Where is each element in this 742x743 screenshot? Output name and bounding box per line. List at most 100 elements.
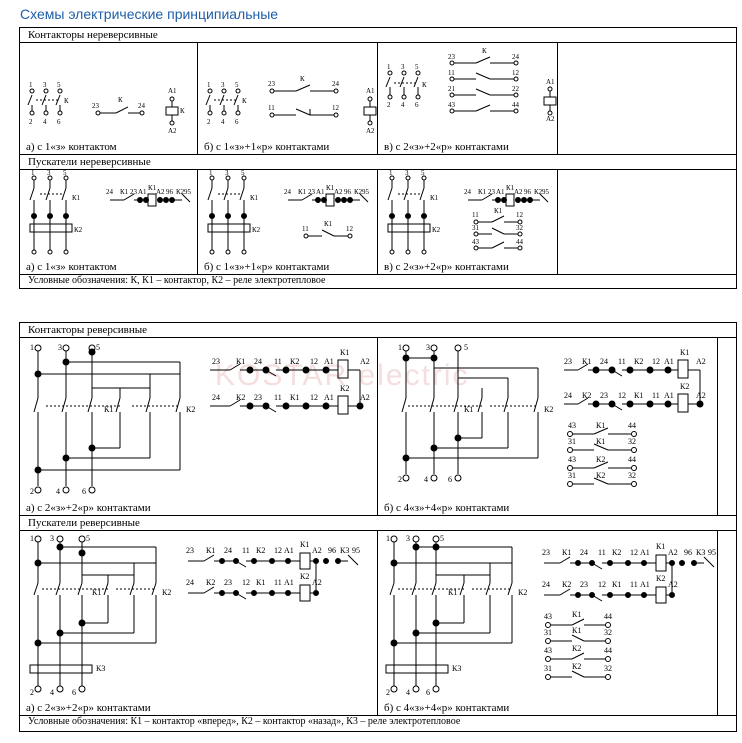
svg-text:24: 24 [284,188,292,196]
section-header-starters-nonrev: Пускатели нереверсивные [20,155,736,170]
svg-text:К2: К2 [656,574,665,583]
svg-text:А2: А2 [546,115,555,123]
svg-text:3: 3 [58,343,62,352]
svg-text:А2: А2 [668,548,678,557]
svg-text:К1: К1 [298,188,307,196]
caption-contactor-b: б) с 1«з»+1«р» контактами [204,141,330,153]
svg-text:24: 24 [580,548,588,557]
svg-text:44: 44 [604,646,612,655]
svg-text:6: 6 [448,475,452,484]
svg-text:2: 2 [398,475,402,484]
svg-text:А2: А2 [360,393,370,402]
svg-text:43: 43 [472,238,480,246]
svg-text:6: 6 [57,118,61,126]
svg-text:32: 32 [604,664,612,673]
svg-text:К2: К2 [252,226,261,234]
svg-text:6: 6 [235,118,239,126]
svg-text:А2: А2 [334,188,343,196]
svg-text:К1: К1 [572,610,581,619]
svg-text:3: 3 [43,81,47,89]
svg-text:12: 12 [516,211,524,219]
svg-text:2: 2 [30,688,34,697]
svg-text:К1: К1 [300,540,309,549]
svg-text:К1: К1 [430,194,439,202]
svg-text:К3: К3 [696,548,705,557]
svg-text:5: 5 [96,343,100,352]
svg-text:К: К [242,97,247,105]
svg-text:А1: А1 [546,78,555,86]
svg-text:11: 11 [268,104,275,112]
svg-text:4: 4 [221,118,225,126]
svg-text:А2: А2 [696,357,706,366]
svg-text:К2: К2 [612,548,621,557]
svg-text:К1: К1 [680,348,689,357]
svg-text:6: 6 [72,688,76,697]
svg-text:4: 4 [424,475,428,484]
svg-text:11: 11 [630,580,638,589]
svg-text:1: 1 [30,343,34,352]
svg-text:12: 12 [274,546,282,555]
svg-text:А2: А2 [696,391,706,400]
svg-text:24: 24 [464,188,472,196]
svg-text:5: 5 [464,343,468,352]
svg-text:31: 31 [544,664,552,673]
svg-text:44: 44 [628,455,636,464]
svg-text:К2: К2 [186,405,195,414]
svg-text:5: 5 [86,534,90,543]
svg-text:К2: К2 [634,357,643,366]
svg-text:1: 1 [398,343,402,352]
svg-text:К2: К2 [176,188,185,196]
svg-text:6: 6 [415,101,419,109]
svg-text:К: К [64,97,69,105]
svg-text:К2: К2 [534,188,543,196]
svg-text:96: 96 [166,188,174,196]
svg-text:К3: К3 [340,546,349,555]
svg-text:24: 24 [138,102,146,110]
svg-text:К1: К1 [290,393,299,402]
svg-text:К: К [118,96,123,104]
svg-text:5: 5 [415,63,419,71]
svg-text:1: 1 [389,169,393,177]
section-header-contactors-rev: Контакторы реверсивные [20,323,736,338]
svg-text:К2: К2 [256,546,265,555]
svg-text:32: 32 [628,471,636,480]
svg-text:23: 23 [224,578,232,587]
svg-text:11: 11 [274,357,282,366]
svg-text:4: 4 [56,487,60,496]
svg-text:К1: К1 [206,546,215,555]
svg-text:12: 12 [242,578,250,587]
svg-text:К2: К2 [582,391,591,400]
caption-rev-starter-a: а) с 2«з»+2«р» контактами [26,702,151,714]
svg-text:11: 11 [448,69,455,77]
svg-text:А1: А1 [664,357,674,366]
svg-text:К1: К1 [120,188,129,196]
svg-text:К1: К1 [256,578,265,587]
svg-text:3: 3 [47,169,51,177]
svg-text:23: 23 [186,546,194,555]
svg-text:12: 12 [512,69,520,77]
svg-text:96: 96 [328,546,336,555]
svg-text:12: 12 [598,580,606,589]
caption-rev-contactor-a: а) с 2«з»+2«р» контактами [26,502,151,514]
svg-text:К1: К1 [326,184,335,192]
svg-text:1: 1 [387,63,391,71]
svg-text:2: 2 [386,688,390,697]
caption-starter-b: б) с 1«з»+1«р» контактами [204,261,330,273]
svg-text:4: 4 [406,688,410,697]
svg-text:К2: К2 [680,382,689,391]
svg-text:6: 6 [426,688,430,697]
legend-rev: Условные обозначения: К1 – контактор «вп… [28,716,461,727]
svg-text:24: 24 [106,188,114,196]
svg-text:2: 2 [207,118,211,126]
caption-contactor-a: а) с 1«з» контактом [26,141,117,153]
